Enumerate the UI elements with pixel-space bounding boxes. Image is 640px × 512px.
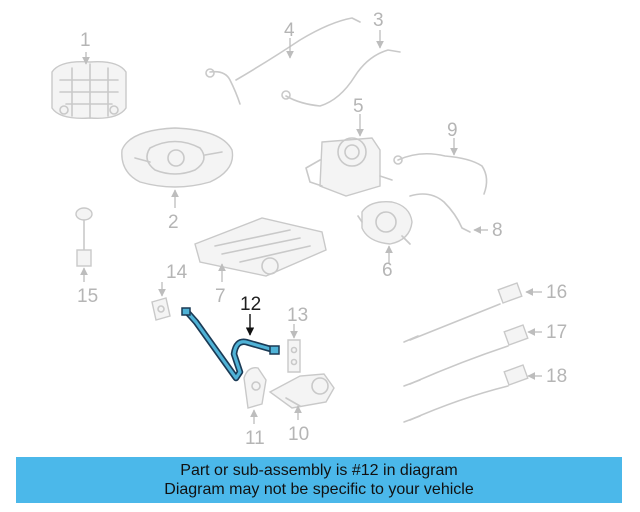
callout-17: 17 xyxy=(546,322,567,343)
banner-line-1: Part or sub-assembly is #12 in diagram xyxy=(180,462,458,479)
info-banner: Part or sub-assembly is #12 in diagram D… xyxy=(16,457,622,503)
part-11-shape xyxy=(243,367,267,409)
callout-7: 7 xyxy=(215,286,226,307)
callout-3: 3 xyxy=(373,10,384,31)
callout-2: 2 xyxy=(168,212,179,233)
callout-12: 12 xyxy=(240,294,261,315)
callout-13: 13 xyxy=(287,305,308,326)
callout-9: 9 xyxy=(447,120,458,141)
part-2-shape xyxy=(121,127,234,188)
callout-18: 18 xyxy=(546,366,567,387)
callout-1: 1 xyxy=(80,30,91,51)
part-9-shape xyxy=(393,152,488,195)
part-1-shape xyxy=(51,61,127,119)
callout-4: 4 xyxy=(284,20,295,41)
part-4-shape xyxy=(205,17,361,105)
part-6-shape xyxy=(357,201,413,245)
callout-15: 15 xyxy=(77,286,98,307)
part-17-shape xyxy=(403,324,529,387)
parts-diagram: 1 2 4 3 5 9 6 xyxy=(51,10,567,449)
callout-10: 10 xyxy=(288,424,309,445)
part-16-shape xyxy=(403,282,523,343)
part-13-shape xyxy=(287,339,301,373)
part-7-shape xyxy=(194,217,327,277)
part-12-highlighted-tube[interactable] xyxy=(181,307,280,382)
callout-8: 8 xyxy=(492,220,503,241)
callout-11: 11 xyxy=(245,428,265,449)
callout-5: 5 xyxy=(353,96,364,117)
callout-6: 6 xyxy=(382,260,393,281)
callout-16: 16 xyxy=(546,282,567,303)
part-10-shape xyxy=(268,373,335,409)
part-3-shape xyxy=(281,49,401,107)
part-18-shape xyxy=(403,364,529,423)
callout-14: 14 xyxy=(166,262,188,283)
part-5-shape xyxy=(305,137,393,197)
part-8-shape xyxy=(409,193,471,233)
part-14-shape xyxy=(151,297,171,321)
part-15-shape xyxy=(75,207,93,267)
banner-line-2: Diagram may not be specific to your vehi… xyxy=(164,481,474,498)
